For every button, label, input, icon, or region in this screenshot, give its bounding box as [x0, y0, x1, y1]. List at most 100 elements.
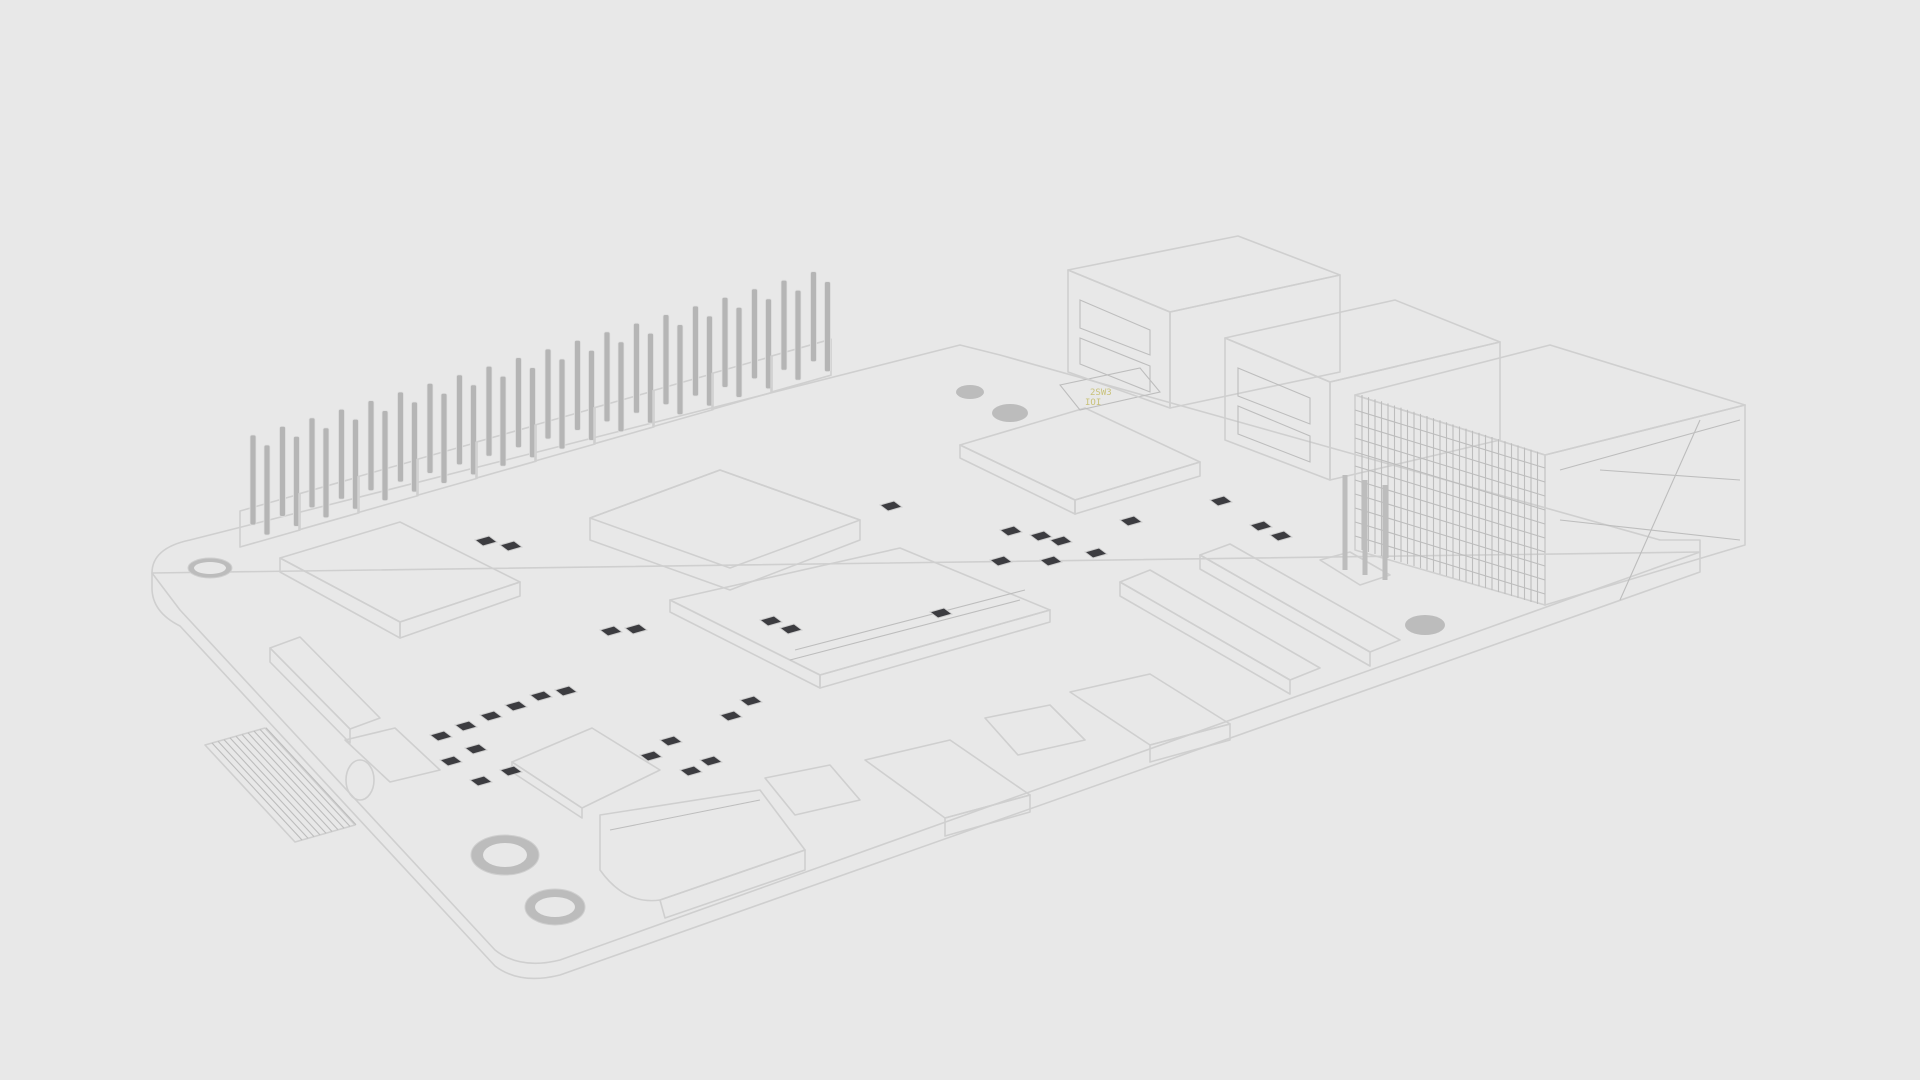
- gpio-pin: [706, 315, 713, 407]
- gpio-pin: [397, 391, 404, 483]
- gpio-pin: [279, 425, 286, 517]
- gpio-pin: [735, 306, 743, 398]
- left-fpc-connector[interactable]: [269, 636, 381, 744]
- gpio-pin: [603, 331, 611, 423]
- mounting-holes: [187, 385, 1445, 926]
- smd-component: [498, 540, 524, 552]
- smd-component: [623, 623, 649, 635]
- gpio-pin: [721, 296, 729, 388]
- ribbon-cable: [204, 727, 357, 843]
- smd-component: [1048, 535, 1074, 547]
- smd-component: [463, 743, 489, 755]
- camera-connector[interactable]: [1199, 543, 1401, 667]
- smd-component: [678, 765, 704, 777]
- gpio-pin: [810, 271, 817, 363]
- usb-controller-chip: [959, 407, 1201, 515]
- micro-hdmi-port-2[interactable]: [1069, 673, 1231, 763]
- smd-component: [503, 700, 529, 712]
- gpio-pin: [544, 348, 552, 440]
- gpio-pin: [263, 444, 271, 536]
- smd-component: [778, 623, 804, 635]
- smd-component: [438, 755, 464, 767]
- gpio-pin: [411, 401, 418, 493]
- gpio-pin: [249, 434, 257, 526]
- gpio-pin: [485, 365, 493, 457]
- gpio-pin: [692, 305, 699, 397]
- wifi-module-chip: [279, 521, 521, 639]
- gpio-pin: [470, 384, 477, 476]
- smd-component: [528, 690, 554, 702]
- gpio-pin: [751, 288, 758, 380]
- smd-component: [988, 555, 1014, 567]
- smd-component: [598, 625, 624, 637]
- gpio-pin: [824, 281, 831, 373]
- gpio-pin: [780, 279, 788, 371]
- smd-component: [428, 730, 454, 742]
- ram-chip: [669, 547, 1051, 689]
- gpio-pin: [765, 298, 772, 390]
- chip-marking-area: 2SW3 IOI: [1059, 367, 1161, 411]
- smd-component: [638, 750, 664, 762]
- gpio-pin: [633, 322, 640, 414]
- chip-marking-ioi: IOI: [1085, 398, 1101, 408]
- chip-marking-2sw3: 2SW3: [1090, 388, 1112, 398]
- pcb-board: [151, 344, 1701, 965]
- smd-component: [758, 615, 784, 627]
- gpio-pin: [676, 324, 684, 416]
- smd-component: [718, 710, 744, 722]
- gpio-pin: [529, 367, 536, 459]
- gpio-pin: [293, 435, 300, 527]
- usb-a-port-left[interactable]: [1067, 235, 1341, 409]
- smd-component: [928, 607, 954, 619]
- smd-component: [1038, 555, 1064, 567]
- smd-component: [553, 685, 579, 697]
- gpio-pin: [794, 289, 802, 381]
- gpio-pin: [647, 332, 654, 424]
- smd-component: [1208, 495, 1234, 507]
- smd-component: [878, 500, 904, 512]
- pmic-chip: [511, 727, 661, 819]
- gpio-pin: [322, 427, 330, 519]
- gpio-pin: [617, 341, 625, 433]
- gpio-pin: [308, 417, 316, 509]
- gpio-pin: [588, 349, 595, 441]
- smd-component: [698, 755, 724, 767]
- gpio-pin: [499, 375, 507, 467]
- smd-component: [473, 535, 499, 547]
- gpio-pin: [558, 358, 566, 450]
- gpio-pin: [662, 314, 670, 406]
- smd-component: [738, 695, 764, 707]
- gpio-pin: [456, 374, 463, 466]
- smd-component: [1268, 530, 1294, 542]
- gpio-header: [239, 271, 832, 548]
- smd-component: [998, 525, 1024, 537]
- smd-component: [658, 735, 684, 747]
- audio-jack[interactable]: [344, 727, 441, 801]
- smd-component: [453, 720, 479, 732]
- smd-component: [498, 765, 524, 777]
- fan-header: [1319, 475, 1391, 586]
- smd-components: [428, 495, 1294, 787]
- smd-component: [1248, 520, 1274, 532]
- smd-component: [478, 710, 504, 722]
- gpio-pin: [338, 408, 345, 500]
- soc-chip: [589, 469, 861, 591]
- gpio-pin: [515, 357, 522, 449]
- gpio-pin: [381, 410, 389, 502]
- gpio-pin: [352, 418, 359, 510]
- gpio-pin: [440, 392, 448, 484]
- smd-component: [468, 775, 494, 787]
- usb-c-power-port[interactable]: [599, 789, 806, 919]
- smd-component: [1028, 530, 1054, 542]
- micro-usb-connector[interactable]: [764, 704, 1086, 816]
- display-connector[interactable]: [1119, 569, 1321, 695]
- ethernet-jack[interactable]: [1354, 344, 1746, 606]
- micro-hdmi-port-1[interactable]: [864, 739, 1031, 837]
- smd-component: [1083, 547, 1109, 559]
- gpio-pin: [426, 382, 434, 474]
- ethernet-grille: [1354, 395, 1546, 604]
- gpio-pin: [574, 339, 581, 431]
- board-edge: [151, 551, 1701, 980]
